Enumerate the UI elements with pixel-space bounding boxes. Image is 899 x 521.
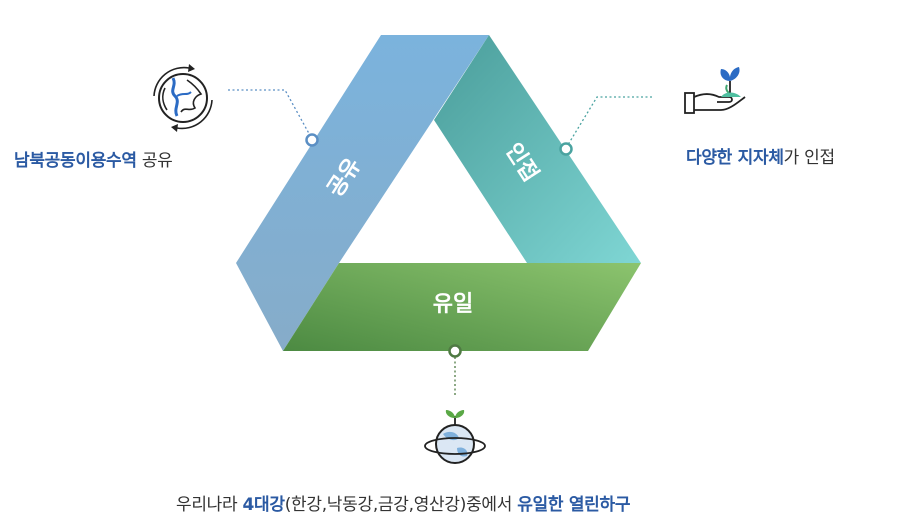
band-share xyxy=(236,35,489,351)
leader-dot-left xyxy=(305,133,319,147)
caption-right: 다양한 지자체가 인접 xyxy=(686,143,835,168)
caption-bottom-prefix: 우리나라 xyxy=(176,495,243,515)
caption-bottom: 우리나라 4대강(한강,낙동강,금강,영산강)중에서 유일한 열린하구 xyxy=(176,490,630,515)
hand-sprout-icon xyxy=(684,67,746,114)
caption-left-rest: 공유 xyxy=(136,151,173,171)
caption-right-highlight: 다양한 지자체 xyxy=(686,148,784,168)
leader-line-left xyxy=(228,89,313,140)
planet-sprout-icon xyxy=(424,410,486,464)
globe-crack-icon xyxy=(153,64,213,132)
caption-left: 남북공동이용수역 공유 xyxy=(14,146,173,171)
caption-bottom-highlight-rivers: 4대강 xyxy=(242,495,285,515)
leader-dot-bottom xyxy=(448,344,462,358)
caption-bottom-highlight-estuary: 유일한 열린하구 xyxy=(517,495,631,515)
caption-bottom-middle: (한강,낙동강,금강,영산강)중에서 xyxy=(284,495,518,515)
band-label-unique: 유일 xyxy=(433,292,473,317)
caption-left-highlight: 남북공동이용수역 xyxy=(14,151,137,171)
caption-right-rest: 가 인접 xyxy=(783,148,835,168)
leader-line-right xyxy=(565,96,652,149)
band-adjacent xyxy=(434,35,641,263)
leader-dot-right xyxy=(559,142,573,156)
band-unique xyxy=(283,263,641,351)
